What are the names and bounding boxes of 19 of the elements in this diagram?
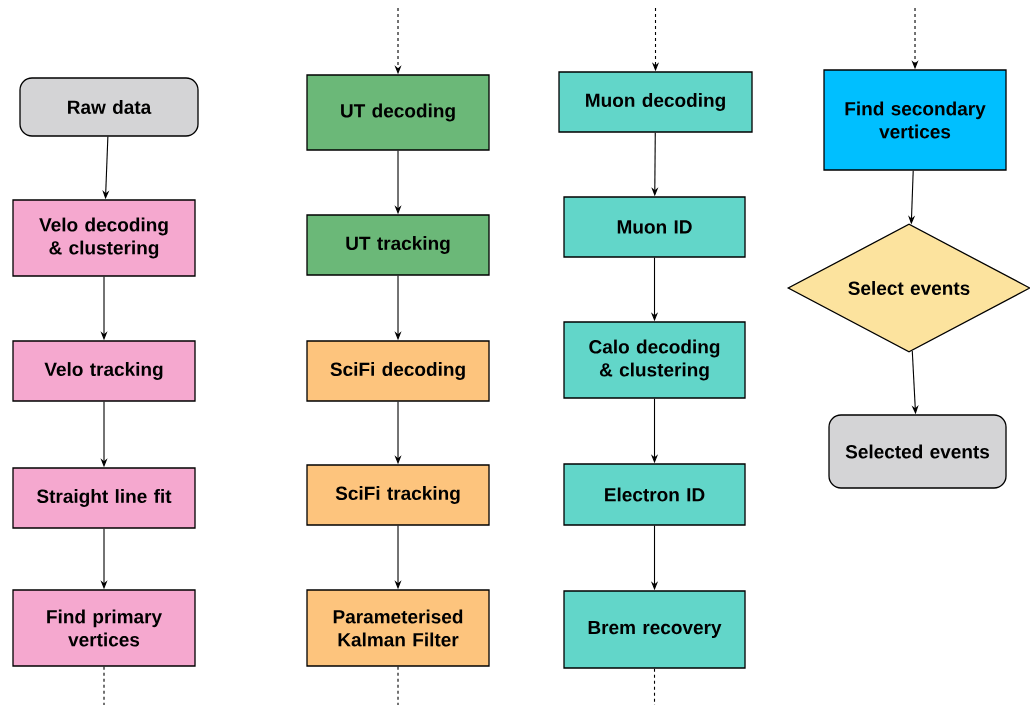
process-box: SciFi decoding (306, 340, 490, 402)
process-box: Electron ID (563, 463, 746, 526)
process-box: Muon ID (563, 196, 746, 258)
process-box: UT decoding (306, 74, 490, 151)
dashed-line (397, 666, 399, 706)
process-box: SciFi tracking (306, 464, 490, 526)
process-box: Find secondary vertices (823, 69, 1007, 171)
dashed-line (103, 666, 105, 706)
process-box: Calo decoding & clustering (563, 321, 746, 399)
process-box: Muon decoding (558, 71, 753, 133)
terminal-box: Raw data (19, 77, 199, 137)
process-box: Velo decoding & clustering (12, 199, 196, 277)
process-box: Parameterised Kalman Filter (306, 589, 490, 667)
process-box: UT tracking (306, 214, 490, 276)
process-box: Velo tracking (12, 340, 196, 402)
process-box: Find primary vertices (12, 589, 196, 667)
process-box: Brem recovery (563, 590, 746, 669)
terminal-box: Selected events (828, 414, 1007, 489)
process-box: Straight line fit (12, 467, 196, 529)
